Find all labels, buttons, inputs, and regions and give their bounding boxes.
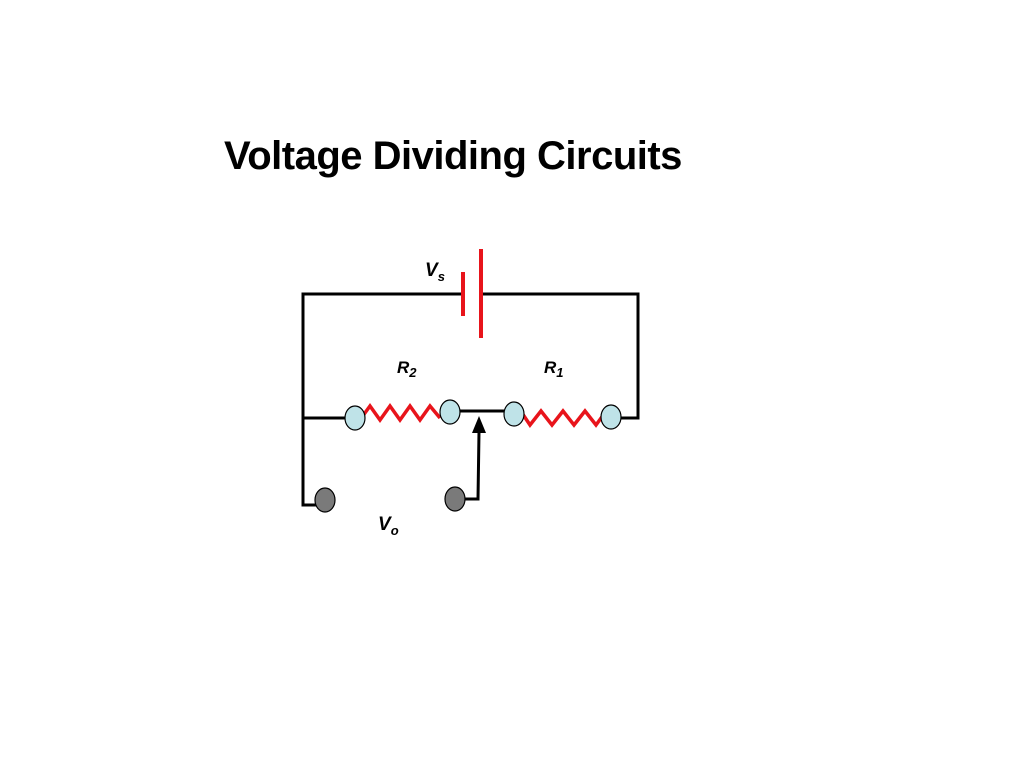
r2-label: R2 — [397, 358, 417, 380]
source-voltage-label: Vs — [425, 260, 445, 284]
output-terminal-right — [444, 486, 466, 512]
circuit-wires — [301, 292, 640, 507]
r1-left-terminal — [503, 401, 525, 427]
resistor-r1-icon — [520, 408, 606, 428]
r1-right-terminal — [600, 404, 622, 430]
resistor-r2-icon — [360, 402, 442, 424]
slide-title: Voltage Dividing Circuits — [224, 134, 682, 178]
wire-wiper-vertical — [476, 430, 481, 501]
r2-left-terminal — [344, 405, 366, 431]
wiper-arrow-icon — [472, 416, 486, 433]
r2-right-terminal — [439, 399, 461, 425]
output-voltage-label: Vo — [378, 514, 399, 538]
r1-label: R1 — [544, 358, 564, 380]
battery-icon — [461, 249, 483, 338]
resistor-terminals — [344, 399, 622, 431]
output-terminal-left — [314, 487, 336, 513]
output-terminals — [314, 486, 466, 513]
